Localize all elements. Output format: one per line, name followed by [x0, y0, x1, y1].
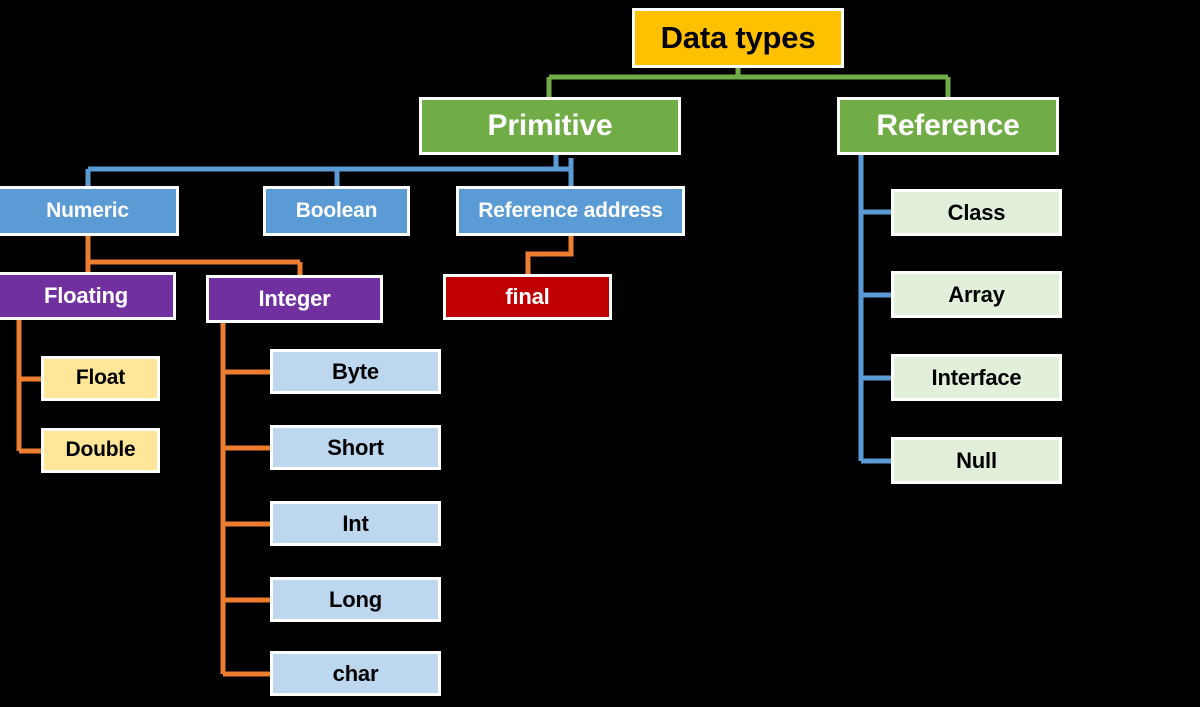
edge-group-reference	[858, 155, 891, 464]
edge-group-refaddress	[525, 236, 574, 274]
node-reference[interactable]: Reference	[837, 97, 1059, 155]
node-double[interactable]: Double	[41, 428, 160, 473]
node-long[interactable]: Long	[270, 577, 441, 622]
node-class[interactable]: Class	[891, 189, 1062, 236]
node-integer[interactable]: Integer	[206, 275, 383, 323]
node-refaddress[interactable]: Reference address	[456, 186, 685, 236]
node-final[interactable]: final	[443, 274, 612, 320]
node-array[interactable]: Array	[891, 271, 1062, 318]
node-boolean[interactable]: Boolean	[263, 186, 410, 236]
node-short[interactable]: Short	[270, 425, 441, 470]
node-int[interactable]: Int	[270, 501, 441, 546]
node-char[interactable]: char	[270, 651, 441, 696]
node-byte[interactable]: Byte	[270, 349, 441, 394]
edge-group-integer	[220, 323, 270, 677]
node-primitive[interactable]: Primitive	[419, 97, 681, 155]
node-numeric[interactable]: Numeric	[0, 186, 179, 236]
edge-refaddress-final	[525, 236, 574, 274]
node-floating[interactable]: Floating	[0, 272, 176, 320]
edge-group-floating	[16, 320, 41, 454]
node-interface[interactable]: Interface	[891, 354, 1062, 401]
edge-group-root	[546, 68, 951, 97]
edge-group-primitive	[85, 155, 574, 186]
node-null[interactable]: Null	[891, 437, 1062, 484]
node-root[interactable]: Data types	[632, 8, 844, 68]
node-float[interactable]: Float	[41, 356, 160, 401]
edge-group-numeric	[85, 236, 303, 275]
